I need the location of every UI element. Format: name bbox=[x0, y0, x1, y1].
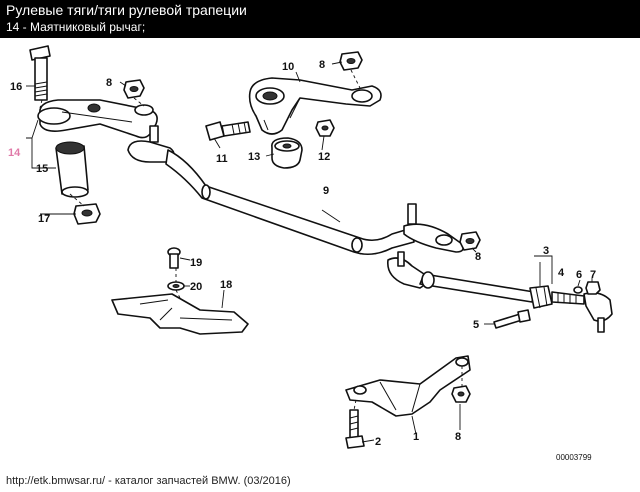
part-bolt-11 bbox=[205, 121, 251, 141]
part-bolt-5 bbox=[493, 309, 531, 329]
callout-13[interactable]: 13 bbox=[248, 151, 260, 163]
part-center-rod-9 bbox=[165, 149, 415, 256]
callout-6[interactable]: 6 bbox=[576, 269, 582, 281]
callout-4[interactable]: 4 bbox=[558, 267, 565, 279]
callout-10[interactable]: 10 bbox=[282, 61, 294, 73]
part-ball-joint-right bbox=[403, 203, 464, 253]
callout-11[interactable]: 11 bbox=[216, 153, 228, 165]
assembly-lines bbox=[39, 69, 463, 411]
part-tie-rod-assembly-3 bbox=[387, 251, 535, 303]
part-washer-20 bbox=[167, 281, 185, 291]
part-nut-8a bbox=[123, 79, 145, 99]
part-nut-8b bbox=[339, 51, 363, 71]
part-nut-12 bbox=[315, 119, 335, 137]
leader-lines bbox=[26, 61, 593, 443]
part-bracket-1 bbox=[345, 355, 471, 417]
part-nut-7 bbox=[585, 281, 601, 295]
callout-8b[interactable]: 8 bbox=[319, 59, 325, 71]
part-clamp-4 bbox=[529, 285, 553, 309]
part-nut-17 bbox=[73, 203, 101, 225]
callout-8c[interactable]: 8 bbox=[475, 251, 481, 263]
part-bolt-16 bbox=[29, 45, 51, 101]
callout-12[interactable]: 12 bbox=[318, 151, 330, 163]
callout-1[interactable]: 1 bbox=[413, 431, 419, 443]
callout-8a[interactable]: 8 bbox=[106, 77, 112, 89]
part-bolt-19 bbox=[167, 247, 181, 269]
callout-17[interactable]: 17 bbox=[38, 213, 50, 225]
part-shield-18 bbox=[111, 293, 249, 335]
callout-16[interactable]: 16 bbox=[10, 81, 22, 93]
callout-5[interactable]: 5 bbox=[473, 319, 479, 331]
diagram-subtitle: 14 - Маятниковый рычаг; bbox=[6, 20, 146, 34]
part-mount-13 bbox=[271, 137, 303, 169]
callout-14[interactable]: 14 bbox=[8, 147, 21, 159]
part-bush-15 bbox=[55, 141, 89, 198]
part-pendulum-arm-14 bbox=[37, 99, 158, 139]
part-nut-8c bbox=[459, 231, 481, 251]
part-washer-6 bbox=[573, 286, 583, 294]
diagram-ref-number: 00003799 bbox=[556, 453, 592, 462]
parts-diagram: 16 8 10 8 14 15 17 11 13 12 9 8 3 4 6 7 … bbox=[8, 45, 613, 462]
header-bar: Рулевые тяги/тяги рулевой трапеции 14 - … bbox=[0, 0, 640, 38]
callout-20[interactable]: 20 bbox=[190, 281, 202, 293]
part-nut-8d bbox=[451, 385, 471, 403]
callout-labels: 16 8 10 8 14 15 17 11 13 12 9 8 3 4 6 7 … bbox=[8, 59, 596, 448]
footer-note: http://etk.bmwsar.ru/ - каталог запчасте… bbox=[6, 475, 291, 487]
callout-8d[interactable]: 8 bbox=[455, 431, 461, 443]
callout-7[interactable]: 7 bbox=[590, 269, 596, 281]
diagram-title: Рулевые тяги/тяги рулевой трапеции bbox=[6, 2, 247, 18]
callout-9[interactable]: 9 bbox=[323, 185, 329, 197]
callout-18[interactable]: 18 bbox=[220, 279, 232, 291]
part-tie-rod-end bbox=[551, 291, 613, 333]
part-idler-arm-10 bbox=[248, 77, 382, 135]
part-bolt-2 bbox=[345, 409, 365, 449]
callout-3[interactable]: 3 bbox=[543, 245, 549, 257]
callout-19[interactable]: 19 bbox=[190, 257, 202, 269]
callout-15[interactable]: 15 bbox=[36, 163, 48, 175]
callout-2[interactable]: 2 bbox=[375, 436, 381, 448]
